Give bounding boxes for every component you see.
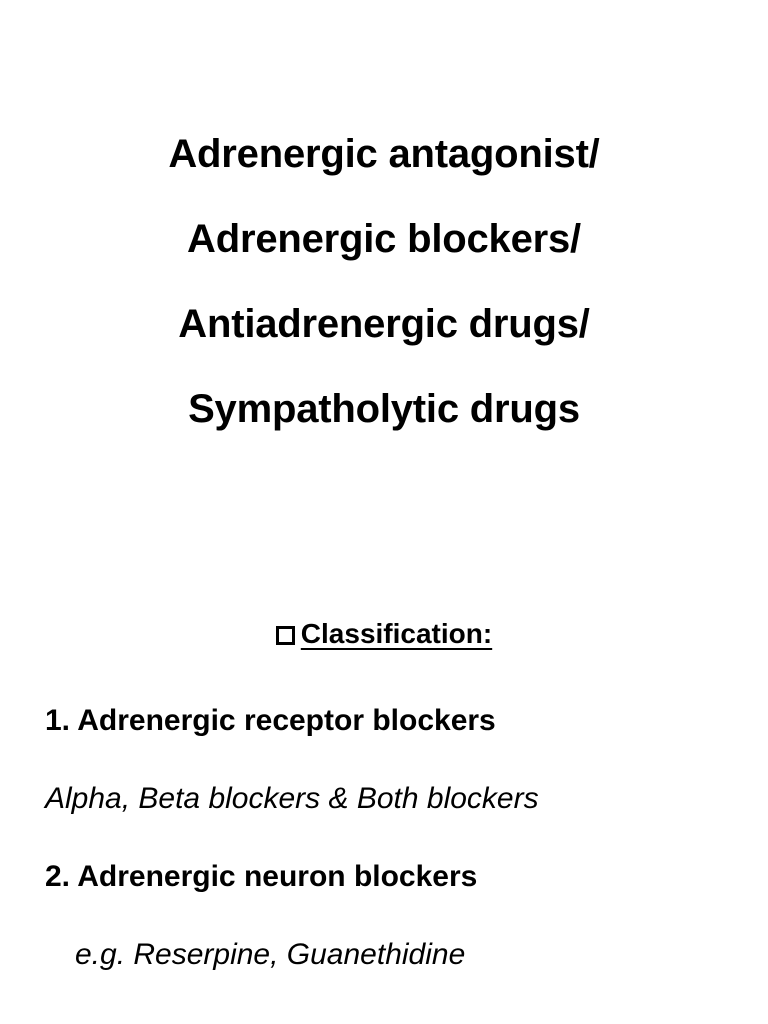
- classification-list: 1. Adrenergic receptor blockers Alpha, B…: [45, 682, 745, 994]
- title-line-1: Adrenergic antagonist/: [168, 132, 600, 176]
- title-line-3: Antiadrenergic drugs/: [178, 302, 590, 346]
- slide-title: Adrenergic antagonist/ Adrenergic blocke…: [0, 112, 768, 452]
- classification-label: Classification:: [300, 618, 493, 649]
- list-item-3: 2. Adrenergic neuron blockers: [45, 860, 478, 893]
- list-item-4: e.g. Reserpine, Guanethidine: [75, 938, 466, 971]
- classification-heading: Classification:: [0, 618, 768, 650]
- list-item-1: 1. Adrenergic receptor blockers: [45, 704, 496, 737]
- square-bullet-icon: [275, 626, 295, 645]
- title-line-4: Sympatholytic drugs: [188, 387, 580, 431]
- list-item-2: Alpha, Beta blockers & Both blockers: [45, 782, 539, 815]
- square-bullet-frame: [275, 626, 295, 645]
- title-line-2: Adrenergic blockers/: [187, 217, 581, 261]
